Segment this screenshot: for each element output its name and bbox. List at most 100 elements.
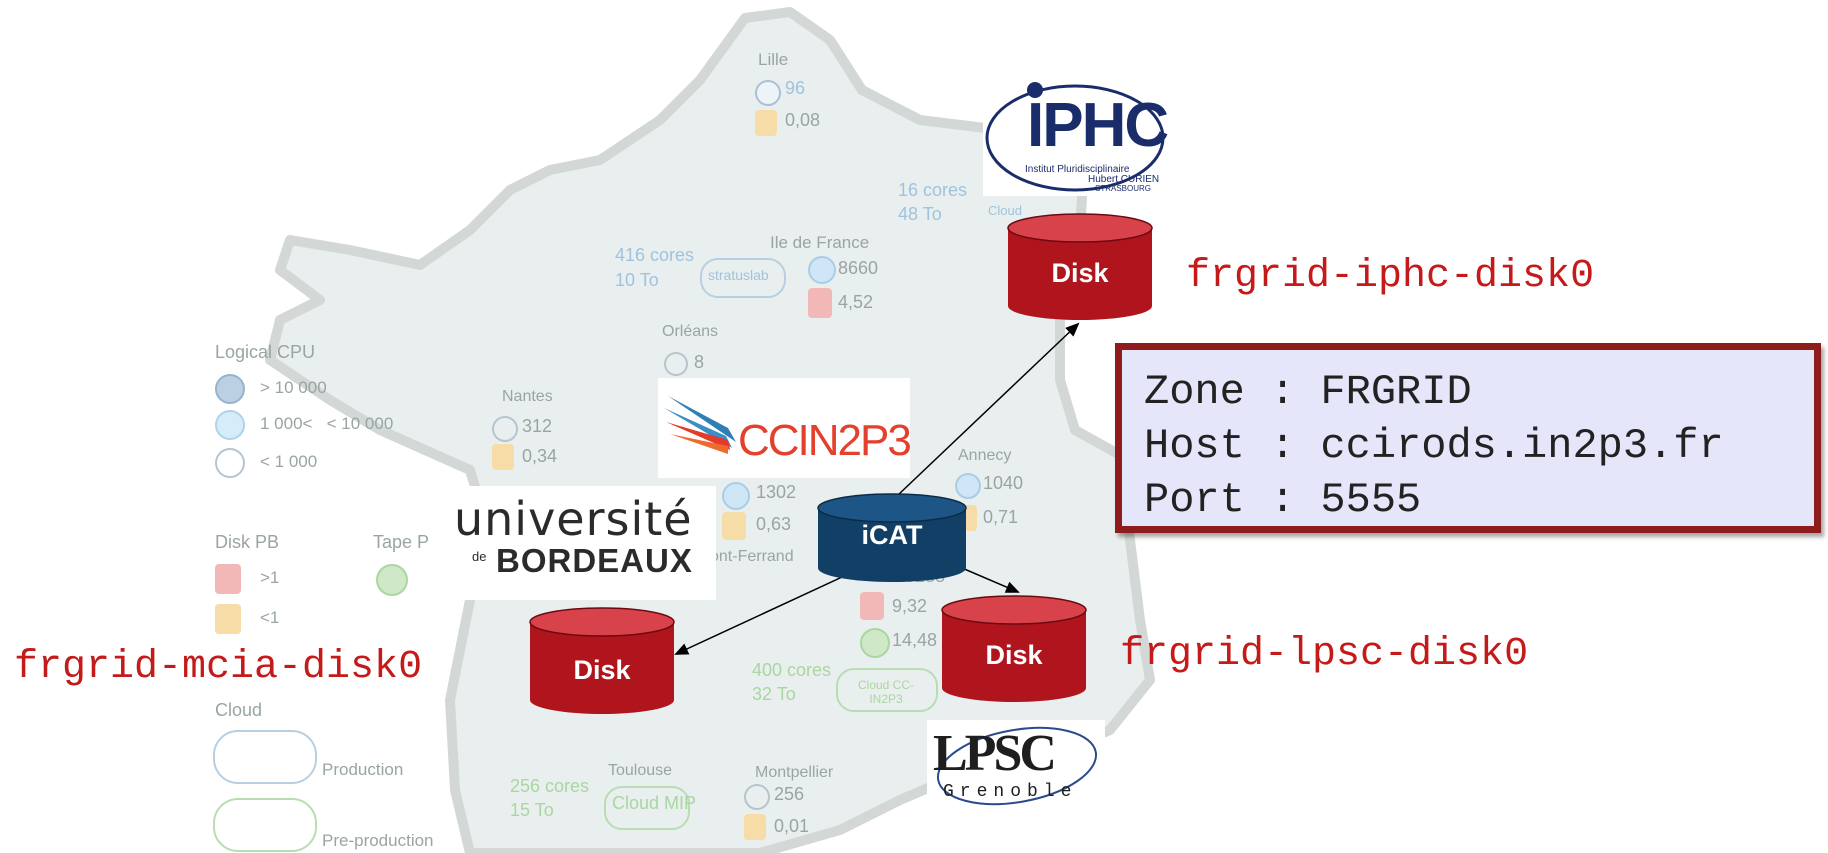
cpu-value-nantes: 312 [522,416,553,436]
legend-cloud-title: Cloud [215,700,263,720]
resource-name-iphc: frgrid-iphc-disk0 [1186,254,1595,299]
cpu-marker-clermont [722,482,750,510]
city-label-nantes: Nantes [502,388,553,405]
legend-disk-high: >1 [260,568,280,587]
port-line: Port : 5555 [1144,476,1422,524]
cpu-value-montpellier: 256 [774,784,805,804]
icat-label: iCAT [861,520,923,550]
legend-cloud-production: Production [322,760,404,779]
disk-value-annecy: 0,71 [983,507,1019,527]
disk-value-lyon: 9,32 [892,596,928,616]
legend-cloud-production-shape [213,730,317,784]
cpu-marker-annecy [955,473,981,499]
cpu-marker-orleans [664,352,688,376]
cloud-storage-4: 15 To [510,800,554,820]
disk-marker-clermont [722,512,746,540]
lpsc-ring-icon [936,726,1098,806]
cpu-value-orleans: 8 [694,352,705,372]
city-label-lille: Lille [758,50,789,69]
icat-cylinder [817,493,967,582]
ccin2p3-logo-text: CCIN2P3 [738,416,912,465]
bordeaux-logo-line3: BORDEAUX [496,542,693,579]
disk-marker-iledefrance [808,288,832,318]
disk-iphc-label: Disk [1051,258,1109,288]
disk-marker-lille [755,110,777,136]
legend-tape-marker [376,564,408,596]
city-label-montpellier: Montpellier [755,764,834,781]
legend-cpu-mid-marker [215,410,245,440]
cloud-label-1: Cloud [988,203,1022,218]
legend-disk-title: Disk PB [215,532,280,552]
cpu-value-iledefrance: 8660 [838,258,879,278]
cloud-label-3: Cloud CC-IN2P3 [857,678,914,706]
resource-name-mcia: frgrid-mcia-disk0 [14,645,423,690]
cloud-shape-mip [604,786,690,830]
cloud-cores-1: 16 cores [898,180,968,200]
disk-lpsc-label: Disk [985,640,1043,670]
disk-iphc-cylinder [1007,213,1153,320]
ccin2p3-wing-icon [664,396,736,454]
iphc-logo-line3: STRASBOURG [1095,184,1152,193]
legend-disk-high-marker [215,564,241,594]
legend-cpu-high: > 10 000 [260,378,327,397]
bordeaux-logo-line1: université [454,492,693,546]
disk-marker-nantes [492,444,514,470]
disk-value-nantes: 0,34 [522,446,558,466]
city-label-toulouse: Toulouse [608,762,673,779]
disk-value-lille: 0,08 [785,110,821,130]
city-label-annecy: Annecy [958,447,1012,464]
disk-lpsc-cylinder [941,595,1087,702]
iphc-logo-line1: Institut Pluridisciplinaire [1025,164,1130,175]
cpu-marker-nantes [492,416,518,442]
legend-disk-low: <1 [260,608,280,627]
city-label-orleans: Orléans [662,323,719,340]
iphc-logo-line2: Hubert CURIEN [1088,174,1160,185]
bordeaux-logo: université de BORDEAUX [448,486,716,600]
cloud-label-4: Cloud MIP [612,793,697,813]
legend-cpu-high-marker [215,374,245,404]
resource-name-lpsc: frgrid-lpsc-disk0 [1120,632,1529,677]
iphc-logo: IPHC Institut Pluridisciplinaire Hubert … [983,68,1173,196]
disk-mcia-cylinder [529,607,675,714]
disk-marker-montpellier [744,814,766,840]
lpsc-logo-sub: Grenoble [943,782,1078,802]
cloud-cores-3: 400 cores [752,660,832,680]
legend-tape-title: Tape P [373,532,430,552]
disk-value-clermont: 0,63 [756,514,792,534]
host-line: Host : ccirods.in2p3.fr [1144,422,1724,470]
tape-value-lyon: 14,48 [892,630,938,650]
cloud-label-2: stratuslab [708,267,769,283]
cpu-value-lille: 96 [785,78,806,98]
disk-value-montpellier: 0,01 [774,816,810,836]
cloud-storage-3: 32 To [752,684,796,704]
tape-marker-lyon [860,628,890,658]
disk-mcia-label: Disk [573,655,631,685]
cloud-cores-2: 416 cores [615,245,695,265]
city-label-iledefrance: Ile de France [770,233,870,252]
cloud-storage-1: 48 To [898,204,942,224]
lpsc-logo-text: LPSC [933,725,1057,782]
legend-cpu-low-marker [215,448,245,478]
legend-cpu-title: Logical CPU [215,342,316,362]
cpu-marker-iledefrance [808,256,836,284]
cpu-marker-montpellier [744,784,770,810]
ccin2p3-logo: CCIN2P3 [658,378,912,478]
disk-value-iledefrance: 4,52 [838,292,874,312]
legend-cpu-mid: 1 000< < 10 000 [260,414,394,433]
arrow-icat-to-iphc [897,322,1080,496]
legend-cloud-preproduction-shape [213,798,317,852]
cpu-value-annecy: 1040 [983,473,1024,493]
cloud-storage-2: 10 To [615,270,659,290]
disk-marker-lyon [860,592,884,620]
cloud-shape-ccin2p3 [836,668,938,712]
cpu-value-clermont: 1302 [756,482,797,502]
iphc-swoosh-icon [985,82,1165,192]
city-label-clermont: ont-Ferrand [710,548,794,565]
legend-cloud-preproduction: Pre-production [322,831,434,850]
cpu-marker-lille [755,80,781,106]
cloud-cores-4: 256 cores [510,776,590,796]
bordeaux-logo-line2: de [472,549,487,564]
cloud-shape-stratuslab [700,258,786,298]
arrow-icat-to-mcia [674,564,869,655]
